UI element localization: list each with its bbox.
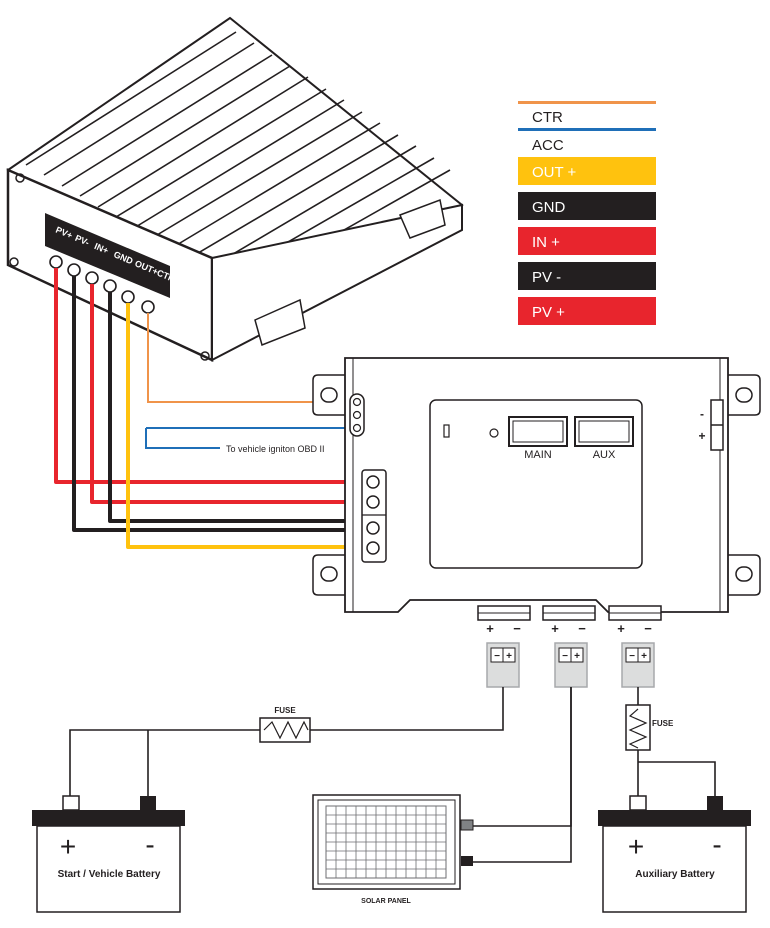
controller-unit: MAIN AUX - + <box>312 357 761 621</box>
status-led <box>443 424 450 438</box>
svg-text:−: − <box>629 651 635 662</box>
conn3-plus: + <box>617 621 625 636</box>
aux-battery-minus: - <box>712 829 721 860</box>
fuse-label-2: FUSE <box>652 719 674 728</box>
aux-battery-label: Auxiliary Battery <box>635 869 715 880</box>
plug-blocks: − + − + − + <box>486 642 655 688</box>
conn2-plus: + <box>551 621 559 636</box>
fuse-start-battery: FUSE <box>259 706 311 743</box>
plug-start-battery: − + <box>486 642 520 688</box>
start-battery: + - Start / Vehicle Battery <box>32 795 185 913</box>
wire-pv-plus <box>54 268 372 484</box>
solar-panel: SOLAR PANEL <box>312 794 474 905</box>
legend-in-plus-label: IN + <box>532 234 560 251</box>
dcdc-wires <box>54 268 372 549</box>
svg-text:+: + <box>574 651 580 662</box>
legend-gnd-swatch <box>518 192 656 220</box>
start-battery-minus: - <box>145 829 154 860</box>
main-button[interactable] <box>508 416 568 447</box>
conn1-plus: + <box>486 621 494 636</box>
legend-pv-minus-swatch <box>518 262 656 290</box>
wire-ctr <box>147 313 356 403</box>
terminal-sockets <box>49 255 155 314</box>
fuse-label-1: FUSE <box>274 706 296 715</box>
wire-in-plus <box>90 284 372 504</box>
start-battery-label: Start / Vehicle Battery <box>58 869 161 880</box>
legend-out-plus-swatch <box>518 157 656 185</box>
legend-acc-label: ACC <box>532 137 564 154</box>
side-minus-label: - <box>700 407 704 421</box>
wire-gnd <box>108 292 372 523</box>
legend-gnd-label: GND <box>532 199 566 216</box>
fuse-aux-battery: FUSE <box>625 704 674 751</box>
conn1-minus: − <box>513 621 521 636</box>
dcdc-converter: PV+ PV- IN+ GND OUT+ CTR <box>6 16 464 362</box>
legend-out-plus-label: OUT + <box>532 164 577 181</box>
svg-text:+: + <box>641 651 647 662</box>
wire-pv-minus <box>72 276 372 532</box>
aux-battery-plus: + <box>628 831 644 862</box>
auxiliary-battery: + - Auxiliary Battery <box>598 795 751 913</box>
svg-text:−: − <box>494 651 500 662</box>
bottom-connector-2 <box>542 605 596 621</box>
legend: CTR ACC OUT + GND IN + PV - PV + <box>518 101 656 325</box>
bottom-connector-1 <box>477 605 531 621</box>
legend-ctr-label: CTR <box>532 109 563 126</box>
legend-in-plus-swatch <box>518 227 656 255</box>
conn3-minus: − <box>644 621 652 636</box>
svg-text:−: − <box>562 651 568 662</box>
legend-pv-minus-label: PV - <box>532 269 561 286</box>
bottom-connector-3 <box>608 605 662 621</box>
aux-label: AUX <box>593 449 616 461</box>
legend-ctr-swatch <box>518 101 656 104</box>
lower-wires <box>69 687 716 863</box>
legend-pv-plus-label: PV + <box>532 304 565 321</box>
plug-aux-battery: − + <box>621 642 655 688</box>
indicator-dot <box>489 428 499 438</box>
connector-polarity-labels: + − + − + − <box>486 621 652 636</box>
main-label: MAIN <box>524 449 552 461</box>
plug-solar-panel: − + <box>554 642 588 688</box>
signal-wires <box>145 313 356 449</box>
start-battery-plus: + <box>60 831 76 862</box>
wire-acc-obd <box>145 428 220 449</box>
svg-text:+: + <box>506 651 512 662</box>
obd-annotation: To vehicle igniton OBD II <box>226 444 325 454</box>
wire-out-plus <box>126 303 372 549</box>
conn2-minus: − <box>578 621 586 636</box>
legend-acc-swatch <box>518 128 656 131</box>
solar-panel-label: SOLAR PANEL <box>361 898 411 905</box>
power-terminal-block <box>361 469 387 563</box>
aux-button[interactable] <box>574 416 634 447</box>
side-plus-label: + <box>698 429 705 443</box>
legend-pv-plus-swatch <box>518 297 656 325</box>
